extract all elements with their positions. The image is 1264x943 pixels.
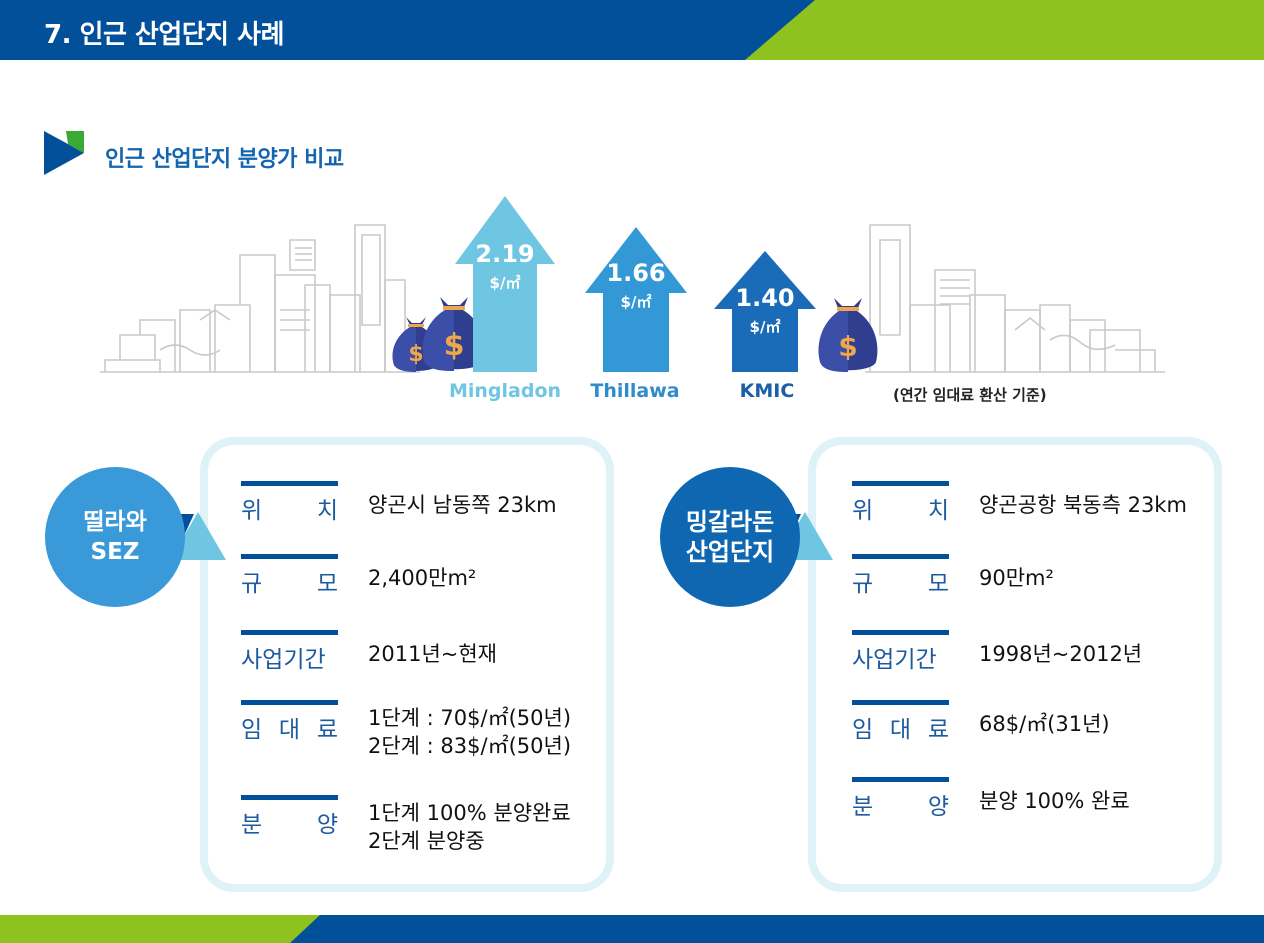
footer-accent-stripe [0, 915, 320, 943]
row-value: 양곤공항 북동측 23km [979, 493, 1187, 517]
header-accent-stripe [745, 0, 1264, 60]
row-divider [852, 630, 949, 635]
section-title: 인근 산업단지 분양가 비교 [105, 147, 344, 172]
up-arrow-icon [455, 196, 555, 372]
money-bag-large-icon: $ [422, 297, 486, 371]
header-band: 7. 인근 산업단지 사례 [0, 0, 1264, 60]
row-divider [852, 554, 949, 559]
city-skyline-right-illustration [865, 224, 1165, 373]
row-value: 양곤시 남동쪽 23km [368, 493, 557, 517]
up-arrow-icon [585, 227, 687, 372]
page-title: 7. 인근 산업단지 사례 [44, 20, 284, 50]
city-skyline-left-illustration [100, 224, 420, 373]
row-divider [241, 630, 338, 635]
row-divider [241, 795, 338, 800]
price-arrow-thillawa: 1.66 $/㎡ [585, 227, 687, 372]
row-value: 90만m² [979, 566, 1054, 590]
row-divider [852, 481, 949, 486]
arrow-unit: $/㎡ [749, 318, 781, 336]
chart-footnote: (연간 임대료 환산 기준) [893, 386, 1047, 404]
arrow-value: 1.66 [606, 259, 666, 287]
arrow-unit: $/㎡ [489, 274, 521, 292]
row-value: 분양 100% 완료 [979, 789, 1130, 813]
arrow-label-thillawa: Thillawa [590, 380, 680, 402]
row-value: 2,400만m² [368, 566, 477, 590]
footer-band [0, 915, 1264, 943]
site-badge-mingaladon: 밍갈라돈 산업단지 [660, 467, 800, 607]
row-label: 사업기간 [241, 647, 326, 673]
up-arrow-icon [714, 251, 816, 372]
svg-text:$: $ [838, 330, 857, 363]
arrow-value: 1.40 [735, 284, 795, 312]
row-divider [852, 700, 949, 705]
arrow-unit: $/㎡ [620, 293, 652, 311]
row-divider [241, 554, 338, 559]
row-value: 1998년~2012년 [979, 642, 1143, 666]
site-badge-thilawa: 띨라와 SEZ [45, 467, 185, 607]
price-arrow-mingladon: 2.19 $/㎡ [455, 196, 555, 372]
row-divider [852, 777, 949, 782]
arrow-label-mingladon: Mingladon [448, 380, 562, 402]
chevron-flag-icon [44, 131, 84, 175]
row-value: 1단계 : 70$/㎡(50년)2단계 : 83$/㎡(50년) [368, 706, 572, 758]
money-bag-right-icon: $ [818, 298, 878, 372]
svg-text:$: $ [408, 342, 423, 367]
svg-text:$: $ [444, 328, 465, 363]
row-label: 사업기간 [852, 647, 937, 673]
row-divider [241, 481, 338, 486]
row-value: 68$/㎡(31년) [979, 712, 1110, 736]
price-arrow-kmic: 1.40 $/㎡ [714, 251, 816, 372]
row-value: 2011년~현재 [368, 642, 497, 666]
arrow-label-kmic: KMIC [739, 380, 795, 402]
arrow-value: 2.19 [475, 240, 535, 268]
row-divider [241, 700, 338, 705]
